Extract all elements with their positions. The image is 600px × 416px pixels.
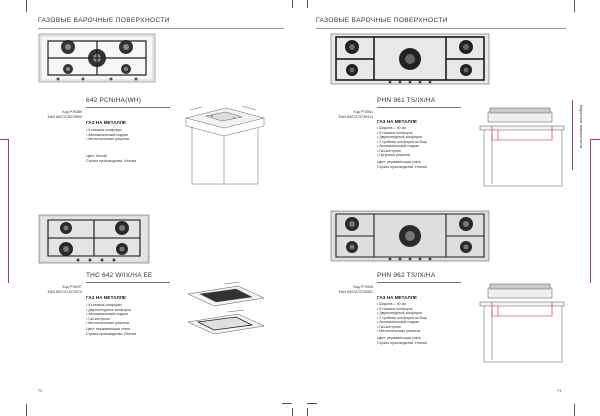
product-footer: Цвет: нержавеющая сталь Страна производс… (377, 336, 427, 345)
right-header-rule (316, 28, 566, 29)
code-line: Код P73941 (353, 110, 374, 114)
color-line: Цвет: нержавеющая сталь (377, 336, 422, 340)
model-rule (377, 107, 461, 108)
feature-list: • Ширина – 90 см • 5 газовых конфорок • … (377, 302, 427, 334)
color-line: Цвет: белый (86, 154, 107, 158)
feature-item: • 5 газовых конфорок (377, 306, 413, 311)
crop-mark (307, 408, 308, 416)
code-line: Код P73945 (353, 285, 374, 289)
feature-item: • 4 газовых конфорки (86, 128, 122, 132)
cooktop-image-thc642 (38, 214, 150, 264)
section-title: ГАЗ НА МЕТАЛЛЕ (86, 120, 126, 125)
side-label: Варочные поверхности (579, 105, 584, 149)
model-rule (377, 282, 461, 283)
color-line: Цвет: нержавеющая сталь (377, 160, 422, 164)
feature-item: • Двухконтурные конфорки (377, 135, 422, 139)
feature-item: • 5 газовых конфорок (377, 130, 413, 135)
crop-mark (26, 0, 27, 12)
install-drawing-thc642 (187, 282, 265, 335)
accent-bar-right (572, 100, 573, 170)
install-drawing-phn962 (479, 283, 565, 363)
country-line: Страна производства: Италия (377, 340, 428, 345)
model-name: PHN 961 TS/IX/HA (377, 97, 436, 104)
feature-item: • 4 газовых конфорки (86, 303, 122, 307)
feature-item: • 2 тройные конфорки на боку (377, 315, 428, 320)
feature-item: • Металлические решетки (86, 321, 130, 325)
feature-item: • Металлические решетки (377, 329, 421, 333)
feature-item: • Газ-контроль (377, 324, 401, 329)
feature-item: • Ширина – 90 см (377, 126, 406, 130)
crop-mark (307, 0, 308, 8)
ean-line: EAN 8007473739451 (338, 289, 373, 294)
feature-item: • Чугунные решетки (377, 153, 411, 157)
model-name: THC 642 W/IX/HA EE (86, 272, 153, 279)
feature-item: • Газ-контроль (377, 148, 401, 153)
right-page-header: ГАЗОВЫЕ ВАРОЧНЫЕ ПОВЕРХНОСТИ (316, 17, 448, 24)
model-name: PHN 962 TS/IX/HA (377, 272, 436, 279)
feature-list: • Ширина – 90 см • 5 газовых конфорок • … (377, 126, 427, 158)
cooktop-image-phn961 (330, 33, 490, 85)
install-drawing-642pcn (185, 105, 265, 185)
accent-mark-left (0, 139, 8, 140)
model-rule (86, 282, 170, 283)
code-line: Код P76297 (62, 285, 83, 289)
feature-item: • Металлические решетки (86, 137, 130, 141)
crop-mark (282, 403, 292, 404)
country-line: Страна производства: Италия (377, 164, 428, 169)
crop-mark (26, 404, 27, 416)
ean-line: EAN 8007474272970 (47, 289, 82, 294)
accent-mark-right-vertical (590, 139, 591, 283)
feature-list: • 4 газовых конфорки • Автоматический по… (86, 128, 129, 142)
product-code: Код P73945 EAN 8007473739451 (329, 285, 373, 294)
left-page-header: ГАЗОВЫЕ ВАРОЧНЫЕ ПОВЕРХНОСТИ (38, 17, 170, 24)
accent-mark-right (590, 139, 600, 140)
model-name: 642 PCN/HA(WH) (86, 97, 142, 104)
product-footer: Цвет: белый Страна производства: Италия (86, 154, 136, 163)
feature-item: • Автоматический поджиг (86, 312, 129, 316)
page-number: 70 (38, 388, 43, 393)
cooktop-image-642pcn (38, 33, 156, 83)
crop-mark (292, 408, 293, 416)
country-line: Страна производства: Италия (86, 331, 137, 336)
product-footer: Цвет: нержавеющая сталь Страна производс… (86, 327, 136, 336)
crop-mark (292, 0, 293, 8)
ean-line: EAN 8007473739413 (338, 114, 373, 119)
feature-item: • Автоматический поджиг (86, 132, 129, 137)
crop-mark (307, 403, 317, 404)
accent-mark-left-vertical (8, 139, 9, 283)
left-header-rule (38, 28, 284, 29)
crop-mark (574, 404, 575, 416)
feature-item: • Автоматический поджиг (377, 320, 420, 324)
product-footer: Цвет: нержавеющая сталь Страна производс… (377, 160, 427, 169)
ean-line: EAN 8007476275890 (47, 114, 82, 119)
page-number: 71 (557, 388, 562, 393)
section-title: ГАЗ НА МЕТАЛЛЕ (377, 295, 417, 300)
feature-item: • Газ-контроль (86, 316, 110, 321)
product-code: Код P76389 EAN 8007476275890 (38, 110, 82, 119)
color-line: Цвет: нержавеющая сталь (86, 327, 131, 331)
product-code: Код P76297 EAN 8007474272970 (38, 285, 82, 294)
feature-item: • Автоматический поджиг (377, 144, 420, 148)
feature-item: • 2 тройные конфорки на боку (377, 139, 428, 144)
feature-item: • Двухконтурные конфорки (86, 307, 131, 312)
feature-item: • Двухконтурные конфорки (377, 311, 422, 315)
feature-list: • 4 газовых конфорки • Двухконтурные кон… (86, 303, 131, 326)
section-title: ГАЗ НА МЕТАЛЛЕ (86, 295, 126, 300)
country-line: Страна производства: Италия (86, 158, 137, 163)
feature-item: • Ширина – 90 см (377, 302, 406, 306)
crop-mark (574, 0, 575, 12)
code-line: Код P76389 (62, 110, 83, 114)
section-title: ГАЗ НА МЕТАЛЛЕ (377, 119, 417, 124)
install-drawing-phn961 (479, 107, 565, 187)
model-rule (86, 107, 170, 108)
cooktop-image-phn962 (330, 210, 490, 262)
product-code: Код P73941 EAN 8007473739413 (329, 110, 373, 119)
